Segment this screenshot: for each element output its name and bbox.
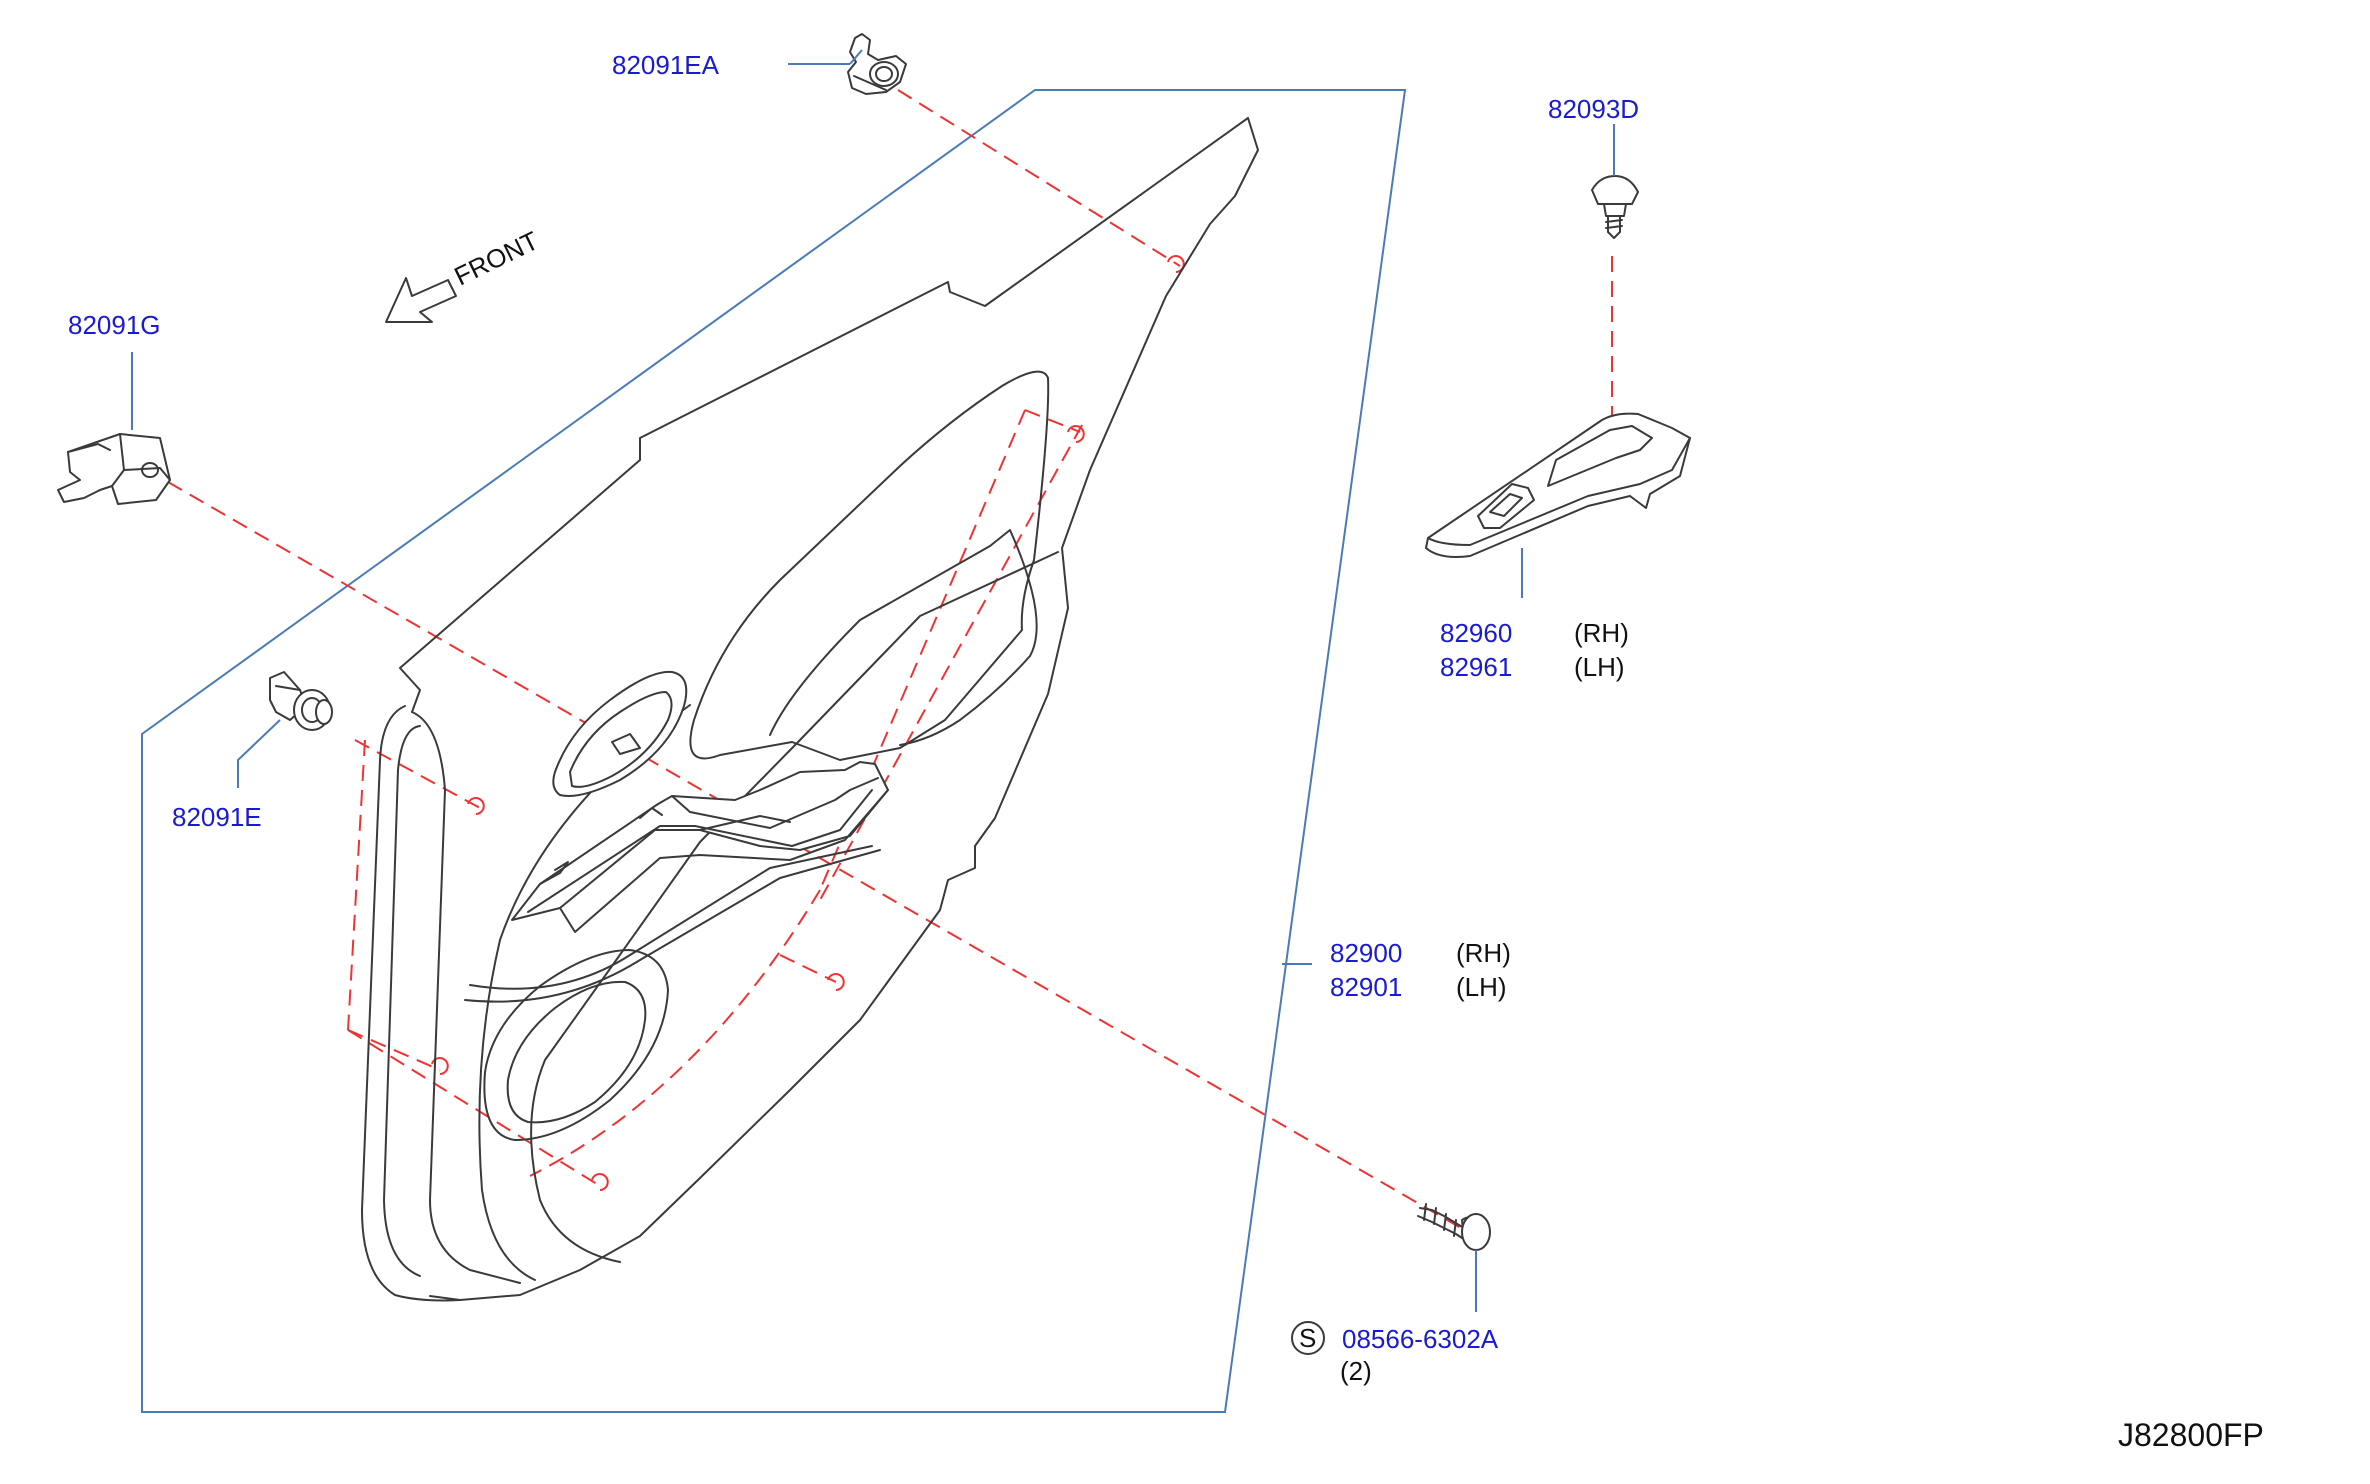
label-82900-side: (RH) [1456, 938, 1511, 968]
label-08566-quantity: (2) [1340, 1356, 1372, 1386]
label-08566-symbol: S [1299, 1323, 1316, 1353]
door-trim-panel [361, 117, 1259, 1302]
clip-82091e-drawing [269, 671, 333, 731]
label-82901-side: (LH) [1456, 972, 1507, 1002]
label-08566: 08566-6302A [1342, 1324, 1499, 1354]
label-82091e: 82091E [172, 802, 262, 832]
label-82091g: 82091G [68, 310, 161, 340]
label-82900: 82900 [1330, 938, 1402, 968]
leader-82091ea-2 [849, 49, 863, 65]
screw-08566-drawing [1417, 1203, 1491, 1251]
switch-finisher-drawing [1425, 412, 1691, 558]
label-82960: 82960 [1440, 618, 1512, 648]
assembly-dash-lines [167, 89, 1613, 1233]
label-82091ea: 82091EA [612, 50, 720, 80]
front-direction-label: FRONT [449, 225, 543, 291]
label-82901: 82901 [1330, 972, 1402, 1002]
screw-82093d-drawing [1591, 175, 1639, 239]
label-82960-side: (RH) [1574, 618, 1629, 648]
symbol-s-circle [1291, 1321, 1325, 1355]
drawing-code: J82800FP [2118, 1417, 2264, 1453]
clip-82091g-drawing [57, 433, 171, 505]
clip-82091ea-drawing [847, 33, 907, 95]
label-82961: 82961 [1440, 652, 1512, 682]
label-82093d: 82093D [1548, 94, 1639, 124]
assembly-box [141, 89, 1407, 1413]
front-arrow-icon [385, 277, 457, 323]
label-82961-side: (LH) [1574, 652, 1625, 682]
leader-82091e [237, 719, 281, 788]
clip-hook-marks [431, 255, 1185, 1191]
